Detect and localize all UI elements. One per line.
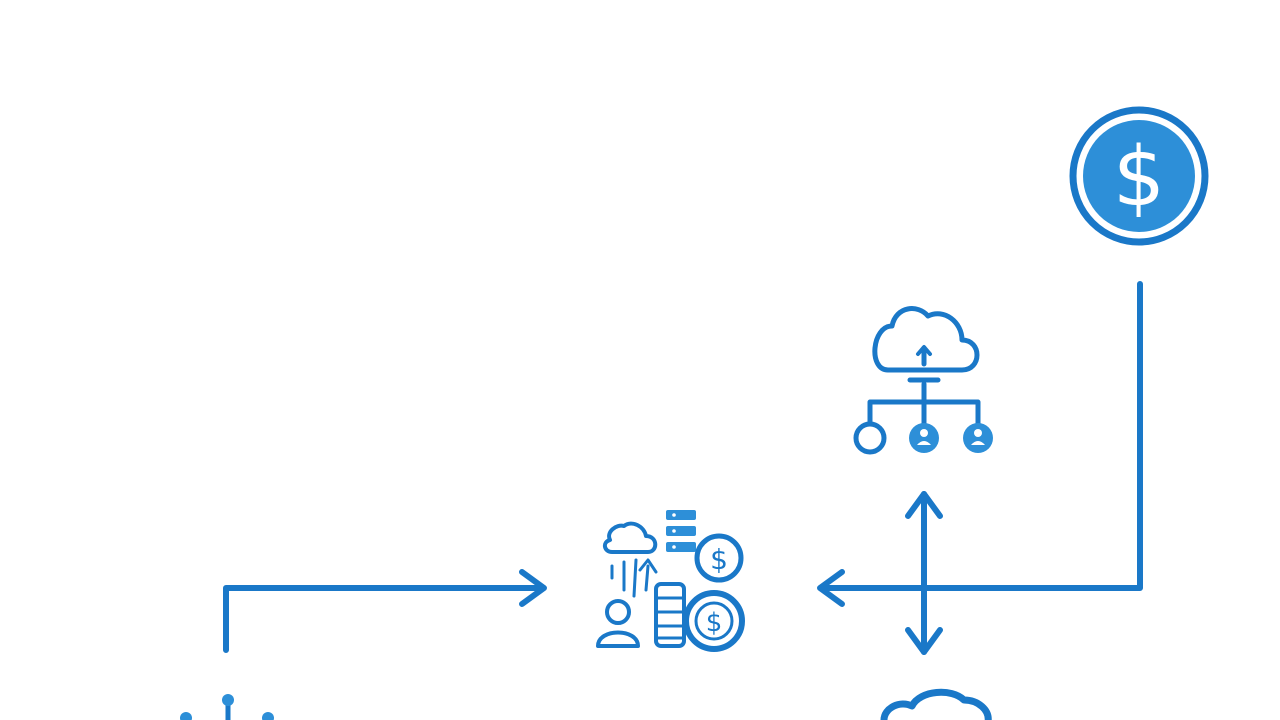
dollar-sign-label: $ [710,543,728,576]
arrow-head-down-icon [905,627,943,655]
connector-line [819,281,1143,591]
dollar-circle-icon: $ [1069,106,1209,246]
connector-line [223,585,545,653]
arrow-head-left-icon [817,569,845,607]
connector-network-to-hub [223,569,547,653]
arrow-head-up-icon [905,491,943,519]
network-node-icon [180,694,274,720]
cloud-finance-cluster-icon: $ $ [596,510,745,652]
dollar-sign-label: $ [1113,130,1165,225]
connector-cloud-network-to-bottom-cloud [905,491,943,655]
cloud-network-icon [853,306,993,455]
connector-dollar-to-hub [817,281,1143,607]
arrow-head-right-icon [519,569,547,607]
dollar-sign-label: $ [706,608,723,638]
cloud-icon [880,688,992,720]
